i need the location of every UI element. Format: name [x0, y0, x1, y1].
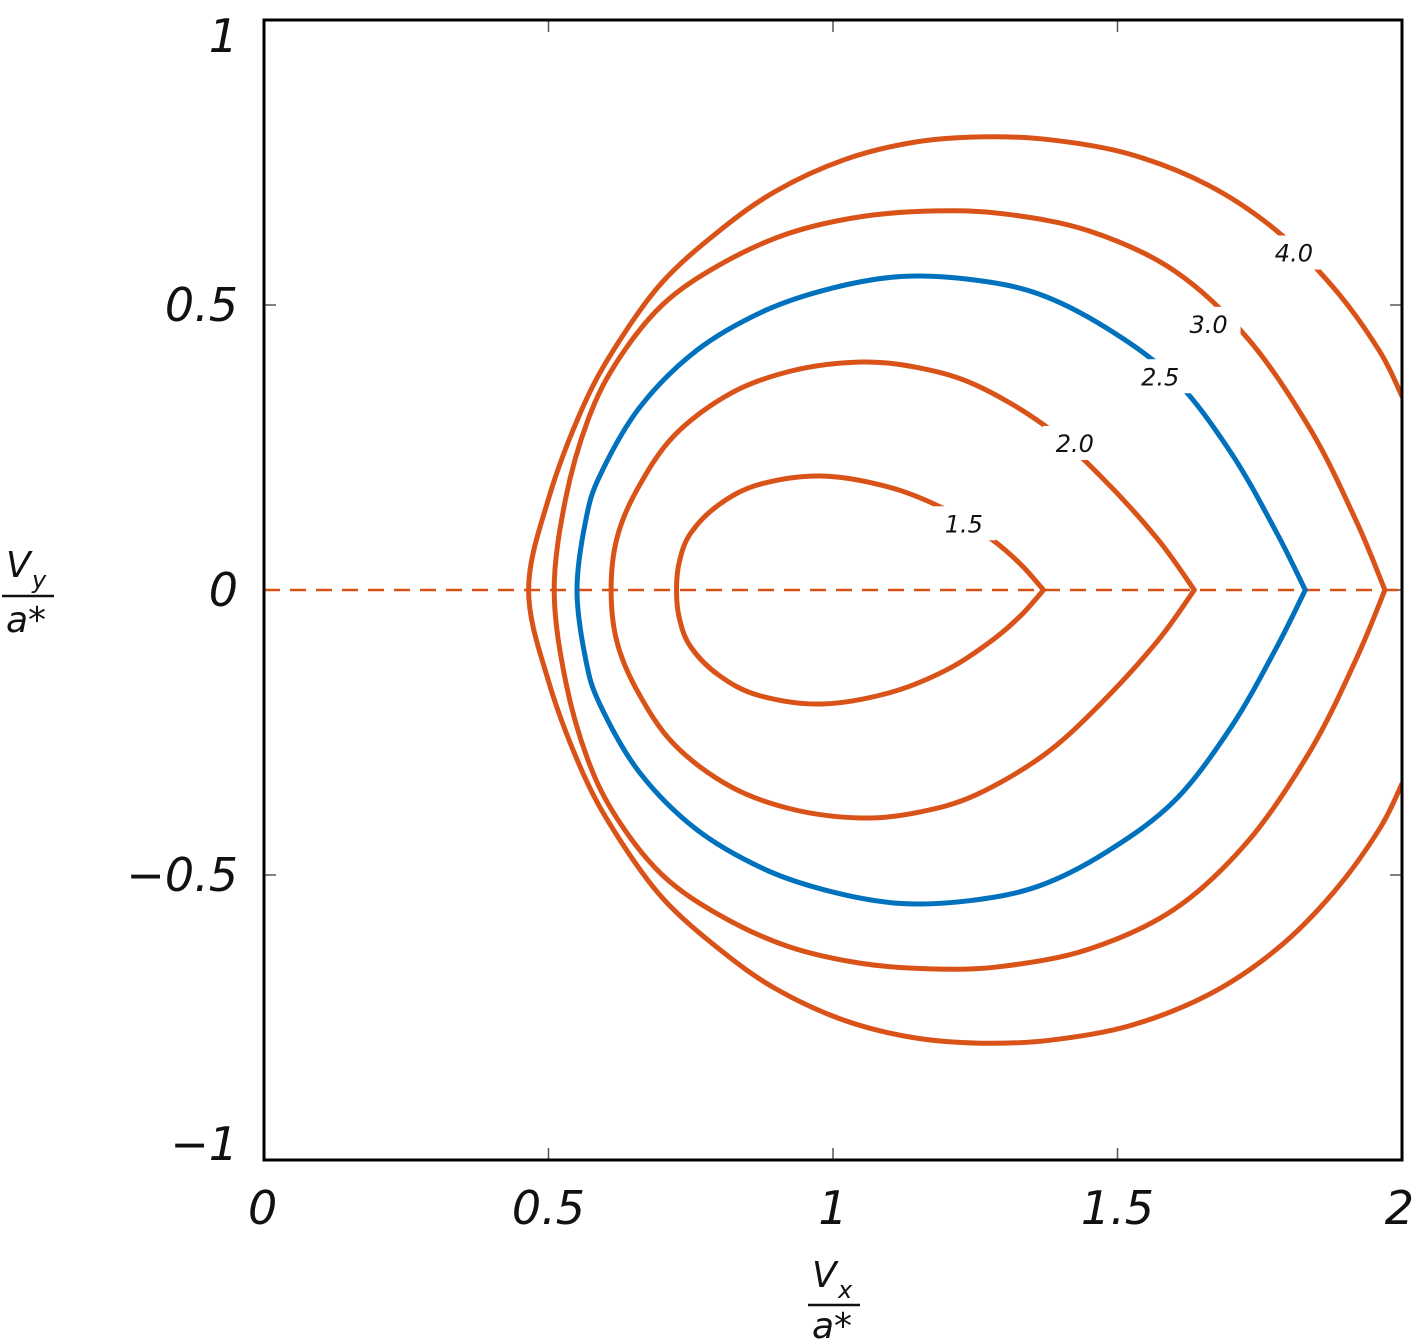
y-tick-label: 0.5	[165, 278, 238, 332]
x-tick-label: 2	[1385, 1181, 1414, 1235]
contour-label-1-5: 1.5	[945, 510, 983, 538]
y-tick-label: 0	[209, 563, 238, 617]
contour-label-gap	[1261, 235, 1326, 270]
contour-line-2-0	[608, 359, 1197, 821]
y-axis-label-var: V	[6, 545, 33, 586]
x-axis-label: V x a*	[808, 1255, 860, 1344]
y-tick-label: 1	[209, 9, 238, 63]
contour-line-4-0	[526, 134, 1402, 1046]
contour-curves	[264, 134, 1402, 1046]
x-tick-label: 1	[818, 1181, 847, 1235]
contour-label-gap	[1128, 359, 1193, 394]
contour-line-1-5	[674, 473, 1046, 707]
contour-label-2-0: 2.0	[1056, 430, 1094, 458]
x-tick-label: 0	[248, 1181, 277, 1235]
y-axis-label-den: a*	[6, 600, 46, 641]
y-axis-label-sub: y	[31, 566, 47, 594]
contour-label-2-5: 2.5	[1141, 363, 1179, 391]
contour-line-3-0	[551, 208, 1388, 972]
contour-label-gap	[1176, 306, 1241, 341]
y-axis-label: V y a*	[2, 545, 54, 641]
y-tick-label: −0.5	[126, 848, 238, 902]
x-tick-label: 0.5	[512, 1181, 585, 1235]
contour-label-gap	[931, 506, 996, 541]
contour-label-4-0: 4.0	[1275, 240, 1313, 268]
x-axis-label-den: a*	[812, 1306, 852, 1344]
y-tick-label: −1	[170, 1117, 238, 1171]
contour-label-gap	[1042, 425, 1107, 460]
plot-frame	[262, 18, 1404, 1162]
contour-labels: 1.5 2.0 2.5 3.0 4.0	[931, 235, 1326, 541]
contour-line-2-5	[574, 273, 1308, 907]
tick-labels: 0 0.5 1 1.5 2 −1 −0.5 0 0.5 1	[126, 9, 1414, 1235]
x-axis-label-sub: x	[837, 1276, 853, 1304]
x-axis-label-var: V	[812, 1255, 839, 1296]
x-tick-label: 1.5	[1081, 1181, 1154, 1235]
contour-label-3-0: 3.0	[1189, 311, 1227, 339]
